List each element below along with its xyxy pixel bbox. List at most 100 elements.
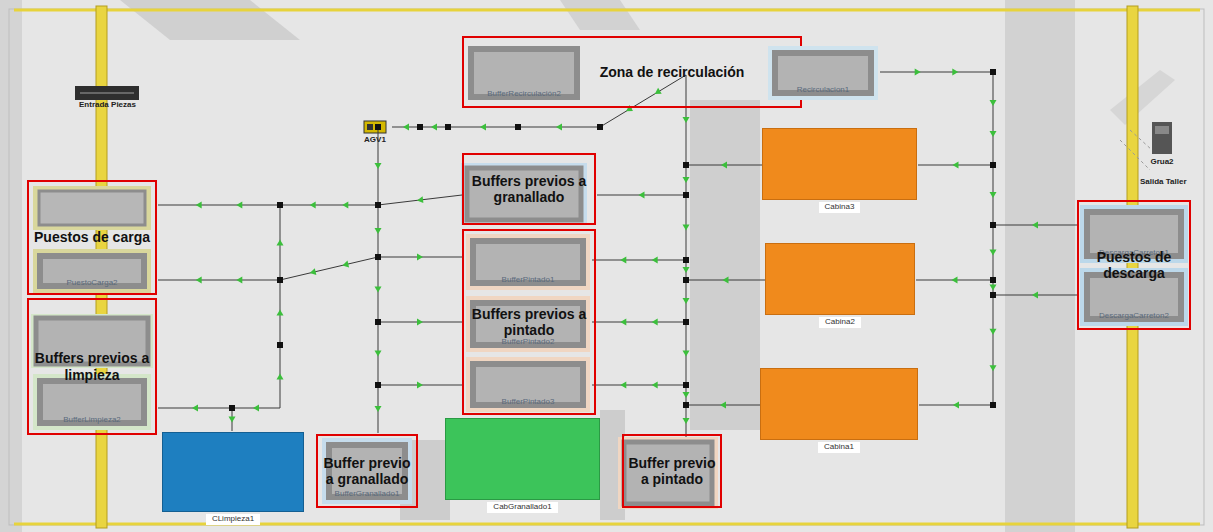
path-arrow bbox=[310, 202, 316, 209]
path-arrow bbox=[236, 277, 242, 284]
path-node bbox=[417, 124, 423, 130]
path-arrow bbox=[620, 382, 626, 389]
machine-body bbox=[760, 368, 918, 440]
path-arrow bbox=[723, 277, 729, 284]
path-arrow bbox=[683, 418, 690, 424]
path-node bbox=[990, 277, 996, 283]
path-arrow bbox=[620, 319, 626, 326]
path-node bbox=[375, 254, 381, 260]
annotation-box: Buffer previo a granalladoBufferGranalla… bbox=[316, 434, 418, 508]
annotation-text: Zona de recirculación bbox=[596, 64, 749, 80]
path-arrow bbox=[480, 124, 486, 131]
path-segment bbox=[280, 205, 378, 206]
machine: Cabina2 bbox=[765, 243, 915, 328]
annotation-box: Puestos de cargaPuestoCarga2 bbox=[27, 180, 157, 295]
path-arrow bbox=[952, 277, 958, 284]
equipment-icon: Entrada Piezas bbox=[60, 101, 155, 113]
path-node bbox=[375, 319, 381, 325]
path-arrow bbox=[431, 124, 437, 131]
buffer-box: BufferPintado3 bbox=[466, 357, 590, 412]
annotation-text: Buffers previos a pintado bbox=[464, 306, 594, 338]
path-arrow bbox=[683, 298, 690, 304]
object-name: CabGranallado1 bbox=[487, 502, 557, 513]
path-arrow bbox=[953, 402, 959, 409]
annotation-text: Puestos de carga bbox=[30, 229, 154, 245]
path-node bbox=[683, 319, 689, 325]
machine: CLimpieza1 bbox=[162, 432, 304, 525]
path-node bbox=[990, 402, 996, 408]
machine: Cabina1 bbox=[760, 368, 918, 453]
machine: CabGranallado1 bbox=[445, 418, 600, 513]
path-arrow bbox=[375, 287, 382, 293]
path-arrow bbox=[990, 100, 997, 106]
exit-label: Salida Taller bbox=[1140, 177, 1187, 186]
object-name: BufferPintado2 bbox=[502, 338, 555, 348]
object-name: Recirculacion1 bbox=[797, 86, 849, 96]
path-arrow bbox=[720, 402, 726, 409]
machine-body bbox=[762, 128, 917, 200]
path-node bbox=[277, 342, 283, 348]
buffer-box: BufferRecirculación2 bbox=[468, 46, 580, 100]
path-arrow bbox=[253, 405, 259, 412]
annotation-box: Zona de recirculación BufferRecirculación… bbox=[462, 36, 802, 108]
annotation-text: Buffer previo a pintado bbox=[624, 455, 720, 487]
path-arrow bbox=[229, 417, 236, 423]
path-arrow bbox=[1032, 292, 1038, 299]
annotation-box: Puestos de descargaDescargaCarreton1Desc… bbox=[1077, 200, 1191, 330]
path-arrow bbox=[683, 117, 690, 123]
path-node bbox=[375, 202, 381, 208]
object-name: PuestoCarga2 bbox=[66, 279, 117, 289]
object-name: Grua2 bbox=[1150, 158, 1173, 167]
machine: Cabina3 bbox=[762, 128, 917, 213]
path-arrow bbox=[375, 163, 382, 169]
path-node bbox=[375, 124, 381, 130]
path-arrow bbox=[652, 382, 658, 389]
annotation-text: Buffers previos a granallado bbox=[464, 173, 594, 205]
path-node bbox=[229, 405, 235, 411]
machine-body bbox=[765, 243, 915, 315]
path-segment bbox=[378, 195, 462, 205]
path-arrow bbox=[990, 250, 997, 256]
path-segment bbox=[592, 322, 686, 323]
path-node bbox=[683, 402, 689, 408]
path-node bbox=[683, 162, 689, 168]
path-segment bbox=[592, 385, 686, 386]
object-name: BufferGranallado1 bbox=[335, 490, 400, 500]
path-arrow bbox=[375, 351, 382, 357]
path-arrow bbox=[683, 225, 690, 231]
annotation-box: Buffer previo a pintado bbox=[622, 434, 722, 508]
annotation-text: Buffers previos a limpieza bbox=[29, 350, 155, 382]
path-arrow bbox=[417, 319, 423, 326]
path-arrow bbox=[342, 202, 348, 209]
buffer-box: BufferPintado1 bbox=[466, 234, 590, 290]
object-name: BufferPintado3 bbox=[502, 398, 555, 408]
path-arrow bbox=[417, 196, 423, 203]
path-arrow bbox=[639, 192, 645, 199]
path-node bbox=[683, 382, 689, 388]
path-node bbox=[375, 382, 381, 388]
path-arrow bbox=[310, 268, 317, 275]
object-name: BufferPintado1 bbox=[502, 276, 555, 286]
path-segment bbox=[592, 260, 686, 261]
path-arrow bbox=[236, 202, 242, 209]
path-arrow bbox=[990, 365, 997, 371]
path-segment bbox=[993, 72, 994, 165]
path-arrow bbox=[403, 124, 409, 131]
path-arrow bbox=[683, 267, 690, 273]
path-arrow bbox=[277, 374, 284, 380]
annotation-box: Buffers previos a limpiezaBufferLimpieza… bbox=[27, 298, 157, 435]
machine-body bbox=[162, 432, 304, 512]
path-node bbox=[990, 222, 996, 228]
path-segment bbox=[158, 280, 280, 281]
path-segment bbox=[158, 205, 280, 206]
path-node bbox=[277, 202, 283, 208]
path-arrow bbox=[1032, 222, 1038, 229]
machine-body bbox=[445, 418, 600, 500]
path-arrow bbox=[556, 124, 562, 131]
path-segment bbox=[280, 257, 378, 280]
path-node bbox=[277, 277, 283, 283]
path-arrow bbox=[683, 392, 690, 398]
object-name: AGV1 bbox=[364, 136, 386, 145]
buffer-box: Recirculacion1 bbox=[768, 46, 878, 100]
path-arrow bbox=[683, 177, 690, 183]
